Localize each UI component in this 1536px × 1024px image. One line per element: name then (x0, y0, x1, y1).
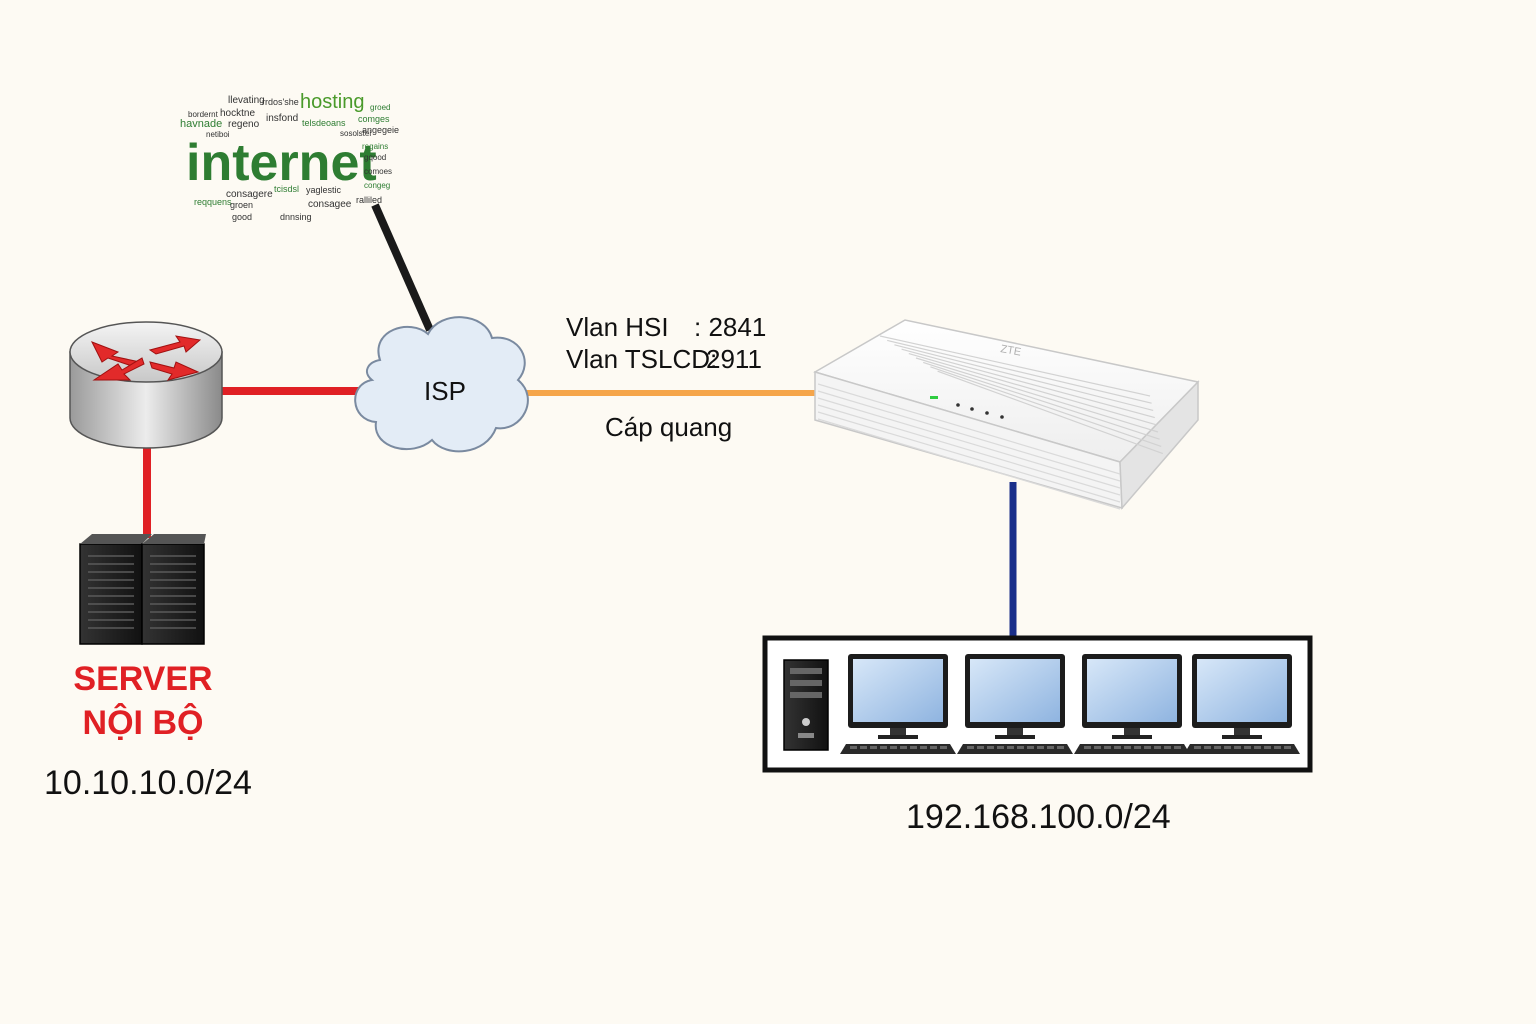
lan-group (762, 635, 1313, 773)
internet-cloud-word: consagere (226, 189, 273, 200)
server-title-line1: SERVER (73, 660, 213, 698)
internet-cloud-word: regains (362, 142, 388, 151)
vlan-hsi-label: Vlan HSI (566, 312, 669, 342)
internet-cloud-word: good (232, 212, 252, 222)
modem-led (956, 403, 960, 407)
fiber-cable-label: Cáp quang (605, 412, 733, 442)
internet-cloud-word: comoes (364, 167, 392, 176)
internet-cloud-word: ralliled (356, 195, 382, 205)
server-icon (79, 534, 206, 645)
vlan-tslcd-label: Vlan TSLCD: (566, 344, 718, 374)
internet-cloud-word: congeg (364, 181, 390, 190)
server-title-line2: NỘI BỘ (82, 704, 204, 742)
internet-cloud-word: tcisdsl (274, 184, 299, 194)
internet-cloud-word: rrdos'she (262, 97, 299, 107)
router-icon (69, 321, 223, 449)
modem-brand-label: ZTE (999, 343, 1022, 358)
internet-cloud-word: comges (358, 114, 390, 124)
pc-icon (1184, 654, 1300, 754)
vlan-tslcd-value: 2911 (706, 344, 762, 374)
lan-subnet-label: 192.168.100.0/24 (906, 798, 1171, 836)
internet-cloud-word: telsdeoans (302, 118, 346, 128)
pc-icon (840, 654, 956, 754)
internet-cloud-word: yaglestic (306, 185, 342, 195)
pc-icon (1074, 654, 1190, 754)
internet-main-word: internet (186, 134, 377, 192)
internet-cloud-word: gqood (364, 153, 386, 162)
vlan-hsi-value: : 2841 (694, 312, 767, 342)
modem-led (970, 407, 974, 411)
internet-cloud-word: bordernt (188, 110, 219, 119)
modem-icon: ZTE (813, 319, 1200, 510)
isp-label: ISP (424, 376, 466, 406)
internet-cloud-word: hocktne (220, 108, 255, 119)
internet-cloud-word: netiboi (206, 130, 230, 139)
pc-icon (957, 654, 1073, 754)
internet-cloud-word: groen (230, 200, 253, 210)
modem-led-power (930, 396, 938, 399)
internet-cloud-word: regeno (228, 119, 260, 130)
internet-cloud-word: groed (370, 103, 390, 112)
internet-cloud-word: hosting (300, 91, 365, 113)
isp-cloud-icon (354, 316, 529, 453)
internet-cloud-word: havnade (180, 118, 222, 130)
internet-cloud-word: insfond (266, 113, 298, 124)
internet-cloud-word: llevating (228, 95, 265, 106)
internet-cloud-word: consagee (308, 199, 352, 210)
internet-cloud-word: sosolstei (340, 129, 371, 138)
desktop-tower-icon (783, 659, 829, 751)
link-internet-isp (371, 203, 434, 332)
internet-cloud-word: angegeie (362, 125, 399, 135)
internet-cloud-word: dnnsing (280, 212, 312, 222)
modem-led (1000, 415, 1004, 419)
server-subnet-label: 10.10.10.0/24 (44, 764, 252, 802)
internet-cloud-word: reqquens (194, 197, 232, 207)
modem-led (985, 411, 989, 415)
